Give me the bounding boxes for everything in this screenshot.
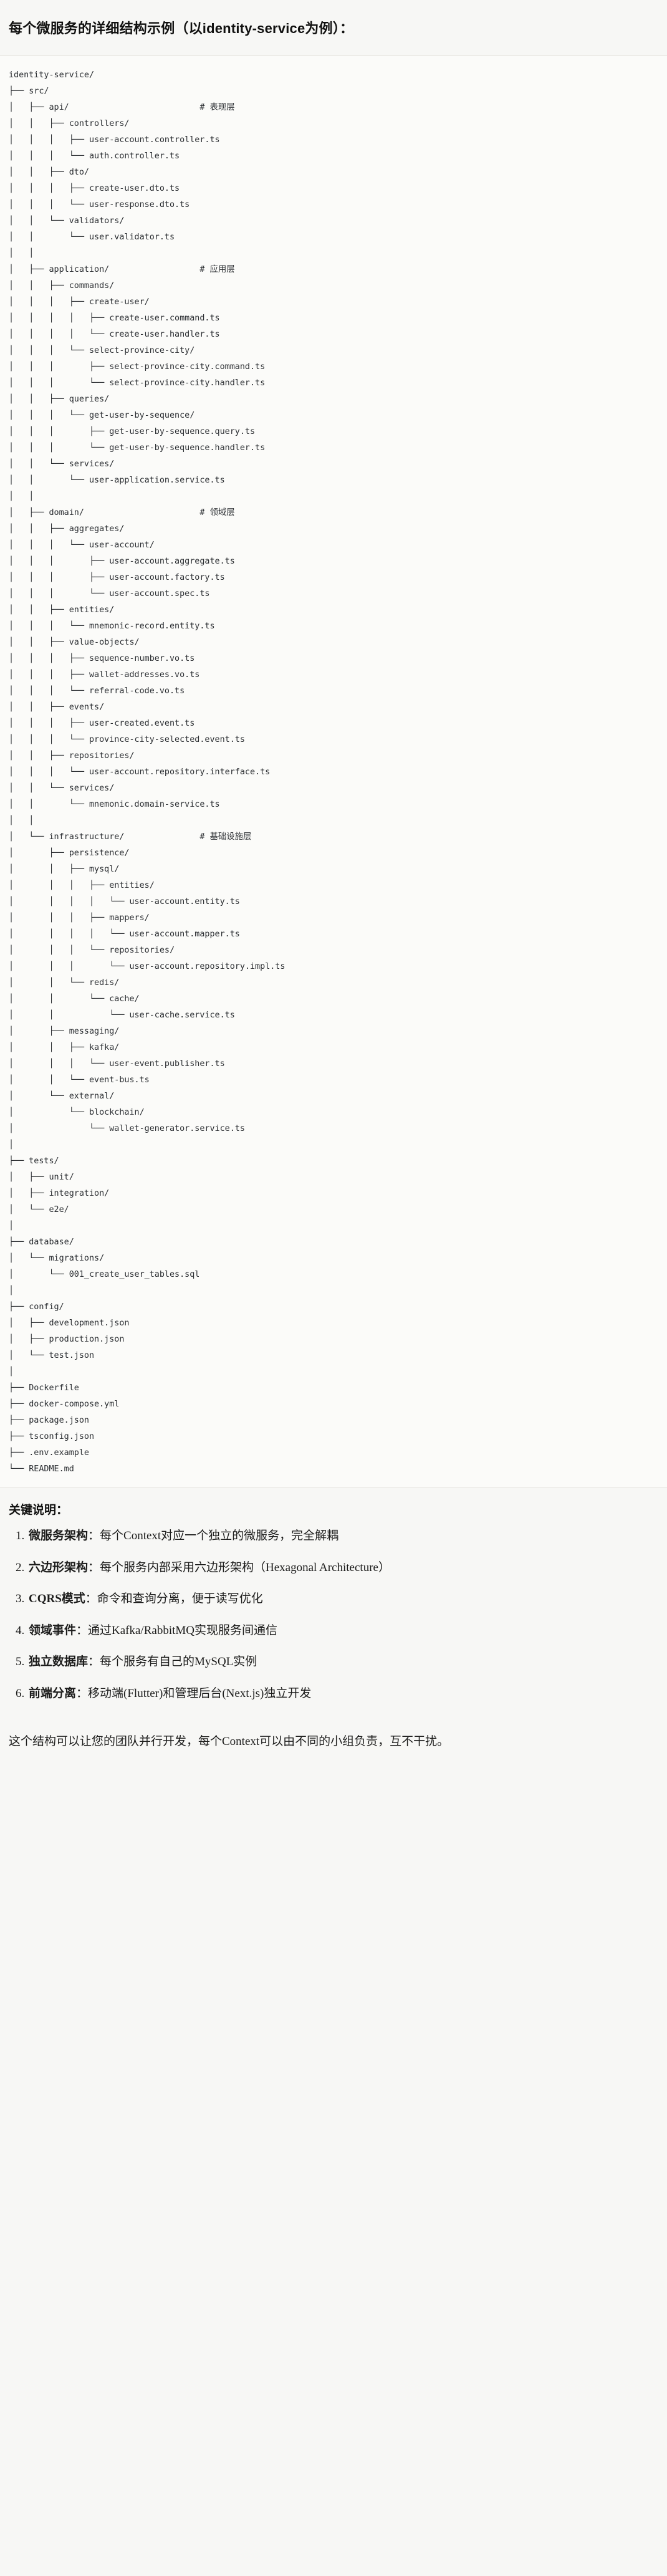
list-item: CQRS模式：命令和查询分离，便于读写优化 (27, 1590, 658, 1608)
key-desc: ：通过Kafka/RabbitMQ实现服务间通信 (76, 1623, 277, 1637)
list-item: 领域事件：通过Kafka/RabbitMQ实现服务间通信 (27, 1622, 658, 1640)
divider-bottom (0, 1487, 667, 1489)
list-item: 前端分离：移动端(Flutter)和管理后台(Next.js)独立开发 (27, 1685, 658, 1703)
page-title: 每个微服务的详细结构示例（以identity-service为例）： (9, 20, 354, 36)
directory-tree: identity-service/ ├── src/ │ ├── api/ # … (9, 70, 286, 1474)
list-item: 六边形架构：每个服务内部采用六边形架构（Hexagonal Architectu… (27, 1559, 658, 1577)
key-term: 独立数据库 (29, 1655, 89, 1669)
list-item: 独立数据库：每个服务有自己的MySQL实例 (27, 1653, 658, 1671)
divider-top (0, 55, 667, 57)
key-desc: ：命令和查询分离，便于读写优化 (85, 1592, 263, 1606)
key-desc: ：每个服务有自己的MySQL实例 (88, 1655, 257, 1669)
document-page: 每个微服务的详细结构示例（以identity-service为例）： ident… (0, 9, 667, 2576)
directory-tree-block: identity-service/ ├── src/ │ ├── api/ # … (0, 56, 667, 1488)
key-term: 六边形架构 (29, 1560, 89, 1574)
key-notes-list: 微服务架构：每个Context对应一个独立的微服务，完全解耦 六边形架构：每个服… (9, 1527, 658, 1703)
key-term: 微服务架构 (29, 1529, 89, 1543)
key-notes-section: 关键说明： 微服务架构：每个Context对应一个独立的微服务，完全解耦 六边形… (0, 1488, 667, 1723)
closing-paragraph: 这个结构可以让您的团队并行开发，每个Context可以由不同的小组负责，互不干扰… (9, 1735, 449, 1749)
key-desc: ：移动端(Flutter)和管理后台(Next.js)独立开发 (76, 1686, 312, 1700)
key-term: 前端分离 (29, 1686, 77, 1700)
key-desc: ：每个Context对应一个独立的微服务，完全解耦 (88, 1529, 339, 1543)
key-term: CQRS模式 (29, 1592, 85, 1606)
key-desc: ：每个服务内部采用六边形架构（Hexagonal Architecture） (88, 1560, 390, 1574)
key-notes-title: 关键说明： (9, 1504, 69, 1517)
key-term: 领域事件 (29, 1623, 77, 1637)
list-item: 微服务架构：每个Context对应一个独立的微服务，完全解耦 (27, 1527, 658, 1545)
